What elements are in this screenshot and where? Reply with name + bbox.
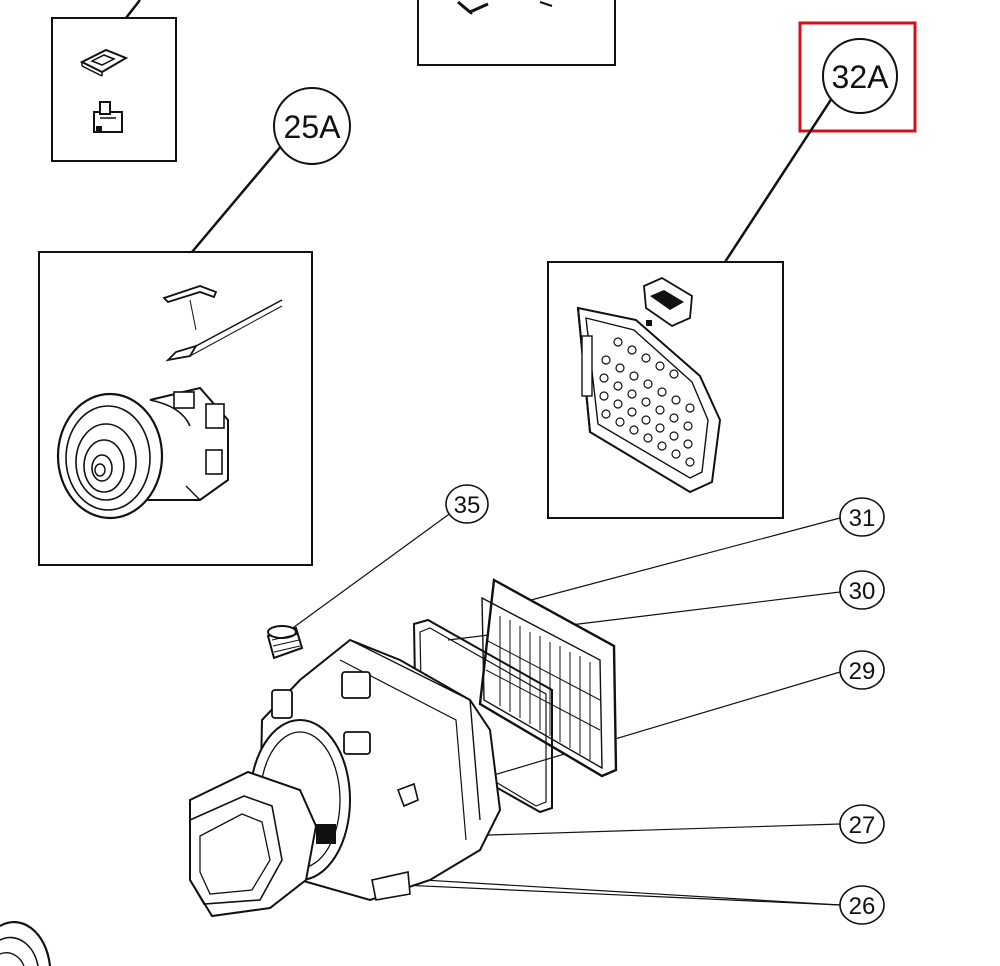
filter-frame-part bbox=[478, 578, 618, 778]
callout-26-label: 26 bbox=[849, 893, 876, 920]
callout-31-label: 31 bbox=[849, 505, 876, 532]
callout-27-label: 27 bbox=[849, 812, 876, 839]
callout-29: 29 bbox=[839, 650, 885, 690]
detail-box-switch bbox=[51, 0, 177, 162]
callout-32a-label: 32A bbox=[832, 59, 890, 95]
exhaust-grille-icon bbox=[576, 306, 722, 494]
motor-clip-icon bbox=[162, 285, 218, 331]
partial-part-bottom-left bbox=[0, 920, 52, 966]
callout-26: 26 bbox=[839, 885, 885, 925]
motor-wire-icon bbox=[165, 299, 283, 362]
callout-32a-group: 32A bbox=[723, 21, 917, 263]
callout-31: 31 bbox=[839, 497, 885, 537]
grille-latch-icon bbox=[643, 276, 693, 328]
callout-25a-label: 25A bbox=[284, 109, 342, 145]
detail-box-grille bbox=[547, 261, 784, 519]
callout-25a-group: 25A bbox=[191, 87, 351, 253]
assembly-cap-icon bbox=[266, 625, 304, 660]
callout-29-label: 29 bbox=[849, 658, 876, 685]
callout-30: 30 bbox=[839, 570, 885, 610]
callout-27: 27 bbox=[839, 804, 885, 844]
detail-box-motor bbox=[38, 251, 313, 566]
vacuum-motor-icon bbox=[56, 386, 229, 520]
switch-icon bbox=[93, 101, 123, 133]
hose-inlet-part bbox=[189, 770, 318, 918]
detail-box-top-center bbox=[417, 0, 616, 66]
callout-30-label: 30 bbox=[849, 578, 876, 605]
bracket-part-icon bbox=[457, 0, 553, 15]
grille-holes bbox=[599, 337, 695, 467]
motor-housing-part bbox=[249, 638, 502, 902]
callout-35: 35 bbox=[445, 484, 489, 524]
callout-32a-highlight bbox=[798, 21, 917, 133]
switch-plate-icon bbox=[79, 48, 129, 77]
callout-35-label: 35 bbox=[454, 492, 481, 519]
